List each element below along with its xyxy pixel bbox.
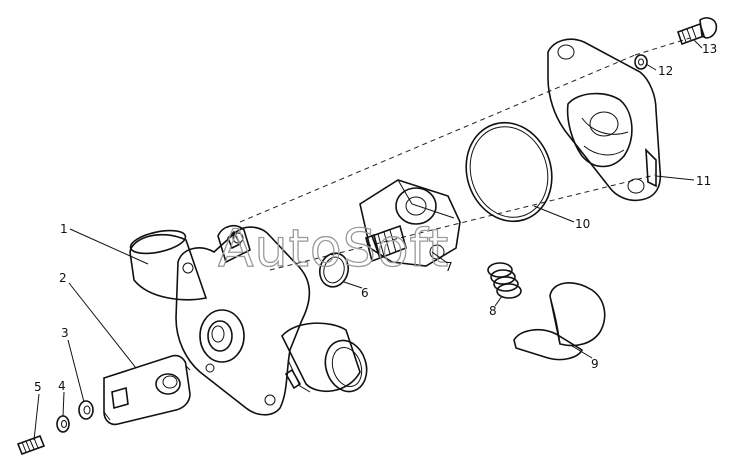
part-13-screw (676, 17, 718, 46)
callout-numbers: 1 2 3 4 5 6 7 8 9 10 11 12 13 (34, 42, 717, 394)
callout-2: 2 (59, 271, 67, 285)
part-11-cover (547, 38, 662, 202)
part-5-bolt (16, 434, 46, 456)
part-4-washer (56, 415, 70, 433)
watermark: AutoSoft (218, 219, 449, 279)
part-6-o-ring (318, 252, 350, 288)
part-8-spring (487, 262, 522, 299)
callout-8: 8 (489, 304, 497, 318)
part-3-washer (78, 400, 94, 420)
part-9-flap (513, 282, 606, 361)
part-2-bracket (103, 354, 191, 426)
part-1-housing (129, 224, 368, 416)
part-12-washer (634, 54, 648, 70)
callout-4: 4 (58, 379, 66, 393)
callout-3: 3 (61, 326, 69, 340)
part-7-valve-body (359, 179, 461, 267)
callout-11: 11 (696, 174, 711, 188)
callout-10: 10 (575, 217, 590, 231)
leader-lines (33, 39, 703, 441)
callout-7: 7 (445, 260, 453, 274)
callout-5: 5 (34, 380, 42, 394)
callout-1: 1 (60, 222, 68, 236)
callout-6: 6 (361, 286, 369, 300)
part-10-large-o-ring (465, 121, 553, 223)
callout-12: 12 (658, 64, 673, 78)
callout-9: 9 (591, 357, 599, 371)
callout-13: 13 (702, 42, 717, 56)
